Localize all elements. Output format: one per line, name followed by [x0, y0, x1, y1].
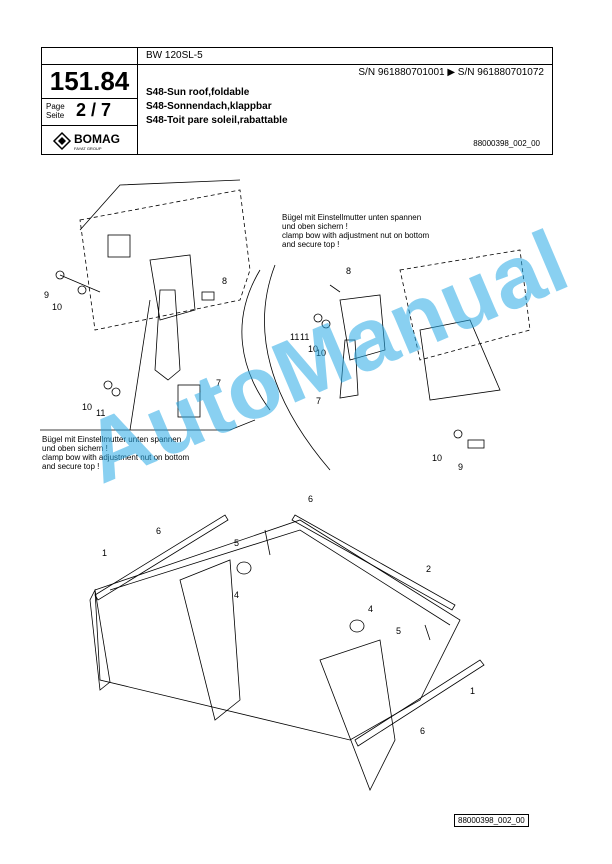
callout-label: 11: [290, 332, 299, 342]
note-line: Bügel mit Einstellmutter unten spannen: [282, 213, 422, 222]
callout-label: 8: [346, 266, 351, 276]
model-name: BW 120SL-5: [146, 50, 203, 61]
callout-label: 6: [308, 494, 313, 504]
page-label: Page Seite: [46, 102, 65, 120]
brand-logo: BOMAG FAYAT GROUP: [52, 130, 132, 152]
brand-name: BOMAG: [74, 132, 120, 146]
title-en: S48-Sun roof,foldable: [146, 87, 250, 98]
callout-label: 6: [420, 726, 425, 736]
callout-label: 9: [44, 290, 49, 300]
note-line: and secure top !: [42, 462, 100, 471]
callout-label: 5: [396, 626, 401, 636]
divider: [42, 125, 137, 126]
callout-label: 6: [156, 526, 161, 536]
title-block: S48-Sun roof,foldable S48-Sonnendach,kla…: [146, 86, 288, 128]
callout-label: 7: [216, 378, 221, 388]
note-line: und oben sichern !: [282, 222, 348, 231]
callout-label: 8: [222, 276, 227, 286]
callout-label: 9: [458, 462, 463, 472]
callout-label: 2: [426, 564, 431, 574]
note-line: clamp bow with adjustment nut on bottom: [282, 231, 430, 240]
divider: [137, 48, 138, 154]
note-line: und oben sichern !: [42, 444, 108, 453]
serial-range: S/N 961880701001 ▶ S/N 961880701072: [358, 67, 544, 78]
callout-label: 10: [432, 453, 442, 463]
assembly-note-top: Bügel mit Einstellmutter unten spannen u…: [282, 213, 429, 249]
callout-label: 10: [308, 344, 318, 354]
callout-label: 10: [52, 302, 62, 312]
note-line: clamp bow with adjustment nut on bottom: [42, 453, 190, 462]
title-fr: S48-Toit pare soleil,rabattable: [146, 115, 288, 126]
callout-label: 11: [300, 332, 309, 342]
callout-label: 10: [316, 348, 326, 358]
callout-label: 11: [96, 408, 105, 418]
brand-sub: FAYAT GROUP: [74, 146, 102, 151]
callout-label: 1: [102, 548, 107, 558]
callout-label: 4: [368, 604, 373, 614]
callout-label: 10: [82, 402, 92, 412]
divider: [137, 64, 552, 65]
page-number: 151.84: [49, 66, 130, 96]
callout-labels: 9 10 8 11 10 7 10 11 8 11 10 7 10 9 6 6 …: [44, 266, 475, 736]
divider: [42, 98, 137, 99]
callout-label: 1: [470, 686, 475, 696]
header-block: BW 120SL-5 S/N 961880701001 ▶ S/N 961880…: [41, 47, 553, 155]
callout-label: 7: [316, 396, 321, 406]
page-value: 2 / 7: [76, 100, 112, 120]
assembly-note-left: Bügel mit Einstellmutter unten spannen u…: [42, 435, 189, 471]
title-de: S48-Sonnendach,klappbar: [146, 101, 272, 112]
note-line: Bügel mit Einstellmutter unten spannen: [42, 435, 182, 444]
callout-label: 4: [234, 590, 239, 600]
footer-ref: 88000398_002_00: [454, 814, 529, 827]
divider: [42, 64, 137, 65]
callout-label: 5: [234, 538, 239, 548]
doc-ref: 88000398_002_00: [473, 139, 540, 148]
note-line: and secure top !: [282, 240, 340, 249]
